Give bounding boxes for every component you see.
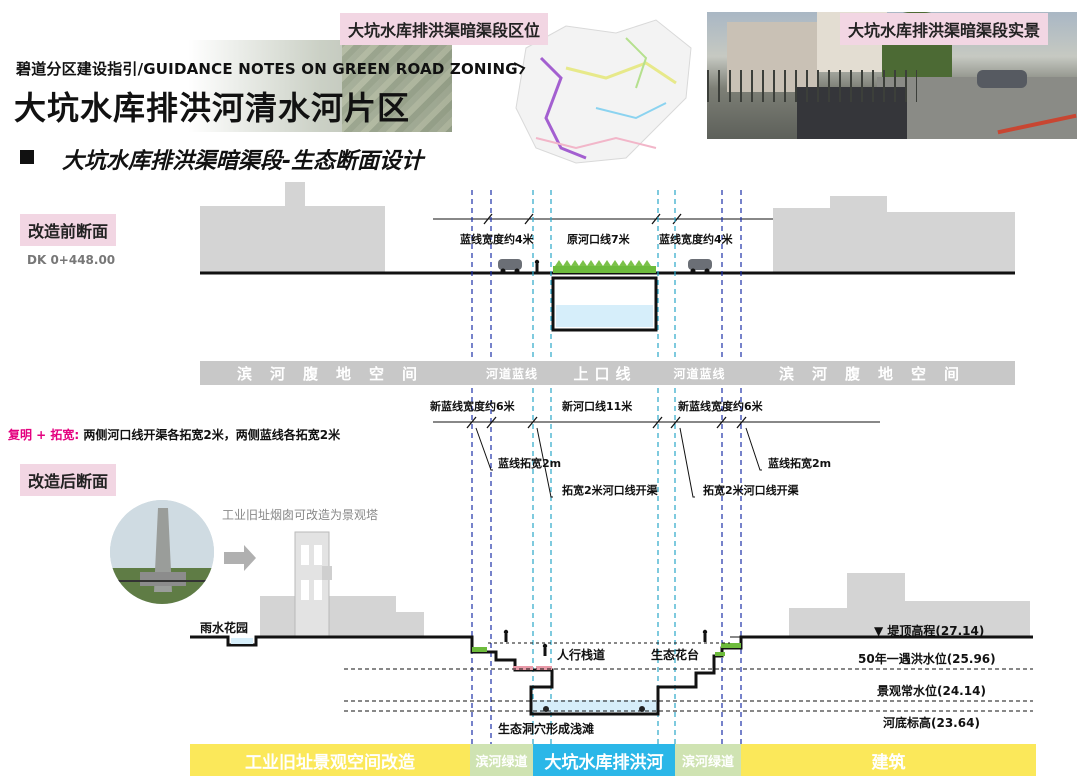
widening-note: 复明 + 拓宽: 两侧河口线开渠各拓宽2米，两侧蓝线各拓宽2米 xyxy=(8,428,341,442)
arrow-icon xyxy=(224,545,256,571)
before-section xyxy=(200,182,1015,332)
strip-riverside-right: 滨河腹地空间 xyxy=(741,361,1015,385)
after-section-tag: 改造后断面 xyxy=(20,464,117,496)
strip-blueline-right: 河道蓝线 xyxy=(658,361,741,385)
before-section-tag: 改造前断面 xyxy=(20,214,117,246)
person-after-1 xyxy=(503,629,509,642)
open-right-label: 拓宽2米河口线开渠 xyxy=(703,484,799,497)
new-river-label: 新河口线11米 xyxy=(562,400,633,413)
before-blue-right-label: 蓝线宽度约4米 xyxy=(659,233,733,246)
zone-building: 建筑 xyxy=(741,744,1036,776)
new-dimension-lines xyxy=(433,416,880,498)
strip-riverside-left: 滨河腹地空间 xyxy=(200,361,472,385)
zone-green-right: 滨河绿道 xyxy=(675,744,741,776)
person-after-3 xyxy=(702,629,708,642)
walkway-label: 人行栈道 xyxy=(557,648,606,662)
eco-platform-label: 生态花台 xyxy=(651,648,700,662)
zone-river: 大坑水库排洪河 xyxy=(533,744,675,776)
location-map xyxy=(513,19,692,164)
eco-cave-label: 生态洞穴形成浅滩 xyxy=(498,722,595,736)
new-blue-left-label: 新蓝线宽度约6米 xyxy=(430,400,515,413)
strip-upper-line: 上口线 xyxy=(552,361,658,385)
level-landscape-water: 景观常水位(24.14) xyxy=(877,684,986,698)
section-title: 大坑水库排洪渠暗渠段-生态断面设计 xyxy=(62,149,424,174)
page-title: 大坑水库排洪河清水河片区 xyxy=(14,89,411,127)
level-riverbed: 河底标高(23.64) xyxy=(883,716,980,730)
person-after-2 xyxy=(542,643,548,656)
car-left xyxy=(498,259,522,274)
car-right xyxy=(688,259,712,274)
location-tag: 大坑水库排洪渠暗渠段区位 xyxy=(340,13,549,45)
header-background-image xyxy=(12,40,452,132)
section-bullet xyxy=(20,150,34,164)
chimney-photo xyxy=(110,500,214,604)
zone-industrial: 工业旧址景观空间改造 xyxy=(190,744,470,776)
level-flood-50yr: 50年一遇洪水位(25.96) xyxy=(858,652,996,666)
level-crest: ▼ 堤顶高程(27.14) xyxy=(874,624,985,638)
page-subtitle: 碧道分区建设指引/GUIDANCE NOTES ON GREEN ROAD ZO… xyxy=(16,60,518,78)
rain-garden-label: 雨水花园 xyxy=(200,621,249,635)
photo-tag: 大坑水库排洪渠暗渠段实景 xyxy=(840,13,1049,45)
before-blue-left-label: 蓝线宽度约4米 xyxy=(460,233,534,246)
open-left-label: 拓宽2米河口线开渠 xyxy=(562,484,658,497)
dk-station: DK 0+448.00 xyxy=(27,253,116,267)
strip-blueline-left: 河道蓝线 xyxy=(472,361,552,385)
blue-widen-left-label: 蓝线拓宽2m xyxy=(498,457,562,470)
person-before xyxy=(534,259,540,272)
new-blue-right-label: 新蓝线宽度约6米 xyxy=(678,400,763,413)
blue-widen-right-label: 蓝线拓宽2m xyxy=(768,457,832,470)
chimney-note: 工业旧址烟囱可改造为景观塔 xyxy=(222,508,379,522)
before-river-mouth-label: 原河口线7米 xyxy=(567,233,630,246)
zone-green-left: 滨河绿道 xyxy=(470,744,533,776)
